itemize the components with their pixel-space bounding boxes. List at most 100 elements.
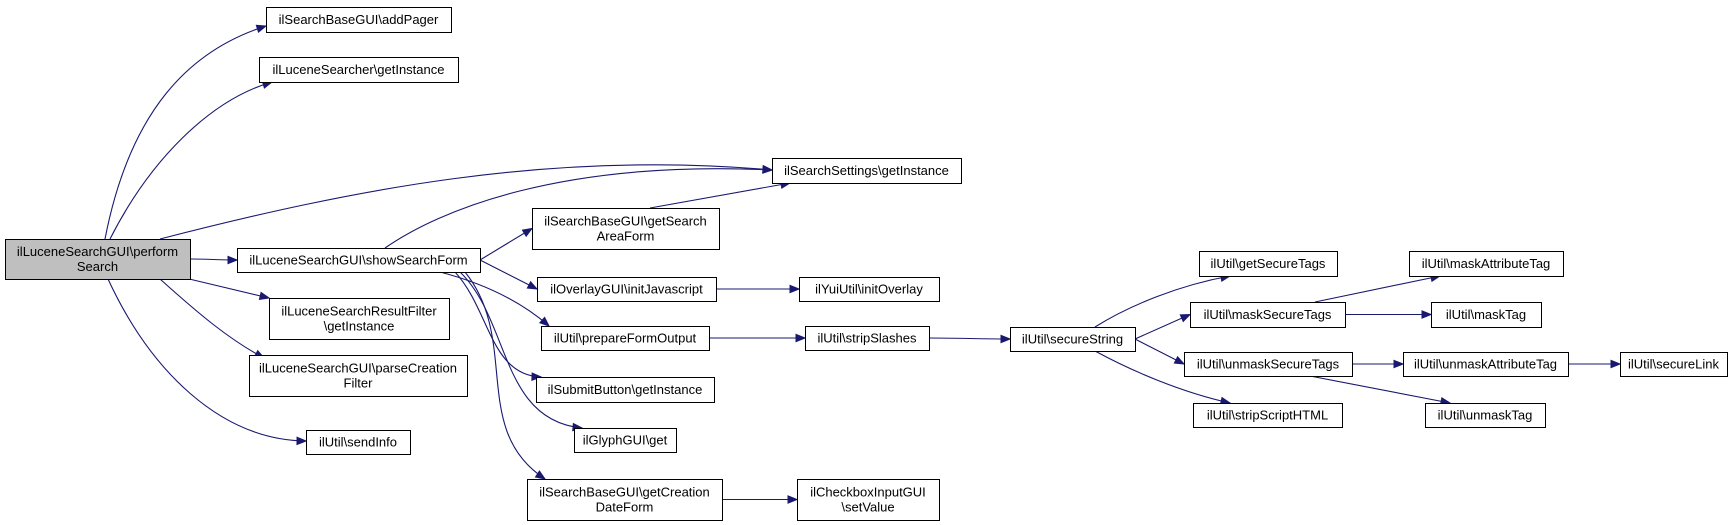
node-label: ilGlyphGUI\get <box>583 433 668 448</box>
node-showSearchForm[interactable]: ilLuceneSearchGUI\showSearchForm <box>237 248 481 273</box>
node-prepareFormOutput[interactable]: ilUtil\prepareFormOutput <box>541 326 710 351</box>
arrowhead <box>1173 355 1186 365</box>
node-label: DateForm <box>596 500 654 515</box>
node-box <box>306 430 411 455</box>
node-label: ilOverlayGUI\initJavascript <box>550 282 703 297</box>
edge-line <box>928 337 1011 340</box>
arrowhead <box>227 255 239 265</box>
node-box <box>269 298 450 340</box>
node-label: Search <box>77 259 118 274</box>
edge-line <box>104 25 267 240</box>
node-box <box>1425 403 1546 428</box>
node-maskAttributeTag[interactable]: ilUtil\maskAttributeTag <box>1409 251 1564 277</box>
node-label: ilSubmitButton\getInstance <box>548 382 703 397</box>
node-addPager[interactable]: ilSearchBaseGUI\addPager <box>266 7 452 33</box>
arrowhead <box>1610 359 1622 369</box>
node-yuiInitOverlay[interactable]: ilYuiUtil\initOverlay <box>799 277 940 302</box>
node-label: ilSearchBaseGUI\getSearch <box>544 214 707 229</box>
node-label: ilLuceneSearchGUI\perform <box>17 244 178 259</box>
arrowhead <box>538 316 551 327</box>
edge-root-to-showSearchForm <box>189 255 239 265</box>
node-box <box>574 428 677 453</box>
node-submitButton[interactable]: ilSubmitButton\getInstance <box>536 377 715 403</box>
node-getSecureTags[interactable]: ilUtil\getSecureTags <box>1199 251 1338 277</box>
arrowhead <box>526 280 539 290</box>
node-secureLink[interactable]: ilUtil\secureLink <box>1620 352 1728 377</box>
node-label: ilSearchSettings\getInstance <box>784 163 949 178</box>
node-label: ilUtil\stripSlashes <box>818 331 917 346</box>
node-box <box>1193 403 1343 428</box>
node-label: ilUtil\maskAttributeTag <box>1422 256 1551 271</box>
node-label: ilCheckboxInputGUI <box>810 485 926 500</box>
edge-prepareFormOutput-to-stripSlashes <box>708 333 807 343</box>
node-stripScriptHTML[interactable]: ilUtil\stripScriptHTML <box>1193 403 1343 428</box>
arrowhead <box>762 165 774 174</box>
node-box <box>537 277 717 302</box>
node-label: \getInstance <box>324 319 395 334</box>
node-box <box>266 7 452 33</box>
arrowhead <box>1179 313 1192 323</box>
edge-root-to-parseCreation <box>159 278 266 359</box>
node-box <box>1431 302 1542 328</box>
node-unmaskAttributeTag[interactable]: ilUtil\unmaskAttributeTag <box>1403 352 1569 377</box>
node-secureString[interactable]: ilUtil\secureString <box>1010 327 1136 352</box>
node-label: \setValue <box>841 500 894 515</box>
node-box <box>772 158 962 184</box>
edge-maskSecureTags-to-maskAttributeTag <box>1314 273 1442 303</box>
edge-root-to-resultFilter <box>184 277 271 301</box>
node-label: ilUtil\maskSecureTags <box>1204 307 1332 322</box>
node-label: ilYuiUtil\initOverlay <box>815 282 923 297</box>
node-maskTag[interactable]: ilUtil\maskTag <box>1431 302 1542 328</box>
node-box <box>249 355 468 397</box>
node-label: ilLuceneSearchResultFilter <box>281 304 437 319</box>
node-luceneSearcher[interactable]: ilLuceneSearcher\getInstance <box>259 57 459 83</box>
arrowhead <box>534 470 547 480</box>
node-unmaskSecureTags[interactable]: ilUtil\unmaskSecureTags <box>1184 352 1353 377</box>
arrowhead <box>521 227 534 238</box>
node-sendInfo[interactable]: ilUtil\sendInfo <box>306 430 411 455</box>
node-box <box>1409 251 1564 277</box>
arrowhead <box>1000 334 1012 344</box>
node-resultFilter[interactable]: ilLuceneSearchResultFilter\getInstance <box>269 298 450 340</box>
node-box <box>799 277 940 302</box>
edge-line <box>649 182 791 209</box>
edge-line <box>439 271 550 327</box>
edge-line <box>479 228 533 261</box>
node-box <box>805 326 930 351</box>
node-box <box>259 57 459 83</box>
node-checkboxSetValue[interactable]: ilCheckboxInputGUI\setValue <box>797 479 940 521</box>
node-searchSettings[interactable]: ilSearchSettings\getInstance <box>772 158 962 184</box>
node-label: ilUtil\getSecureTags <box>1211 256 1326 271</box>
edge-unmaskSecureTags-to-unmaskTag <box>1309 375 1452 406</box>
edge-showSearchForm-to-searchAreaForm <box>479 227 534 261</box>
edge-line <box>1094 275 1231 328</box>
node-box <box>1199 251 1338 277</box>
edge-stripSlashes-to-secureString <box>928 334 1012 344</box>
node-box <box>1184 352 1353 377</box>
edge-line <box>459 271 583 429</box>
arrowhead <box>255 24 268 33</box>
node-label: ilSearchBaseGUI\addPager <box>279 12 439 27</box>
node-maskSecureTags[interactable]: ilUtil\maskSecureTags <box>1190 302 1346 328</box>
node-glyphGet[interactable]: ilGlyphGUI\get <box>574 428 677 453</box>
node-stripSlashes[interactable]: ilUtil\stripSlashes <box>805 326 930 351</box>
node-box <box>797 479 940 521</box>
node-overlayInitJs[interactable]: ilOverlayGUI\initJavascript <box>537 277 717 302</box>
arrowhead <box>258 291 271 301</box>
node-label: ilUtil\sendInfo <box>319 435 397 450</box>
node-box <box>237 248 481 273</box>
edge-line <box>1309 375 1451 404</box>
node-box <box>1190 302 1346 328</box>
node-unmaskTag[interactable]: ilUtil\unmaskTag <box>1425 403 1546 428</box>
edge-line <box>479 259 538 290</box>
node-box <box>1620 352 1728 377</box>
node-box <box>1010 327 1136 352</box>
edge-overlayInitJs-to-yuiInitOverlay <box>716 284 801 294</box>
node-box <box>5 239 191 280</box>
edge-unmaskSecureTags-to-unmaskAttributeTag <box>1352 359 1405 369</box>
arrowhead <box>1393 359 1405 369</box>
